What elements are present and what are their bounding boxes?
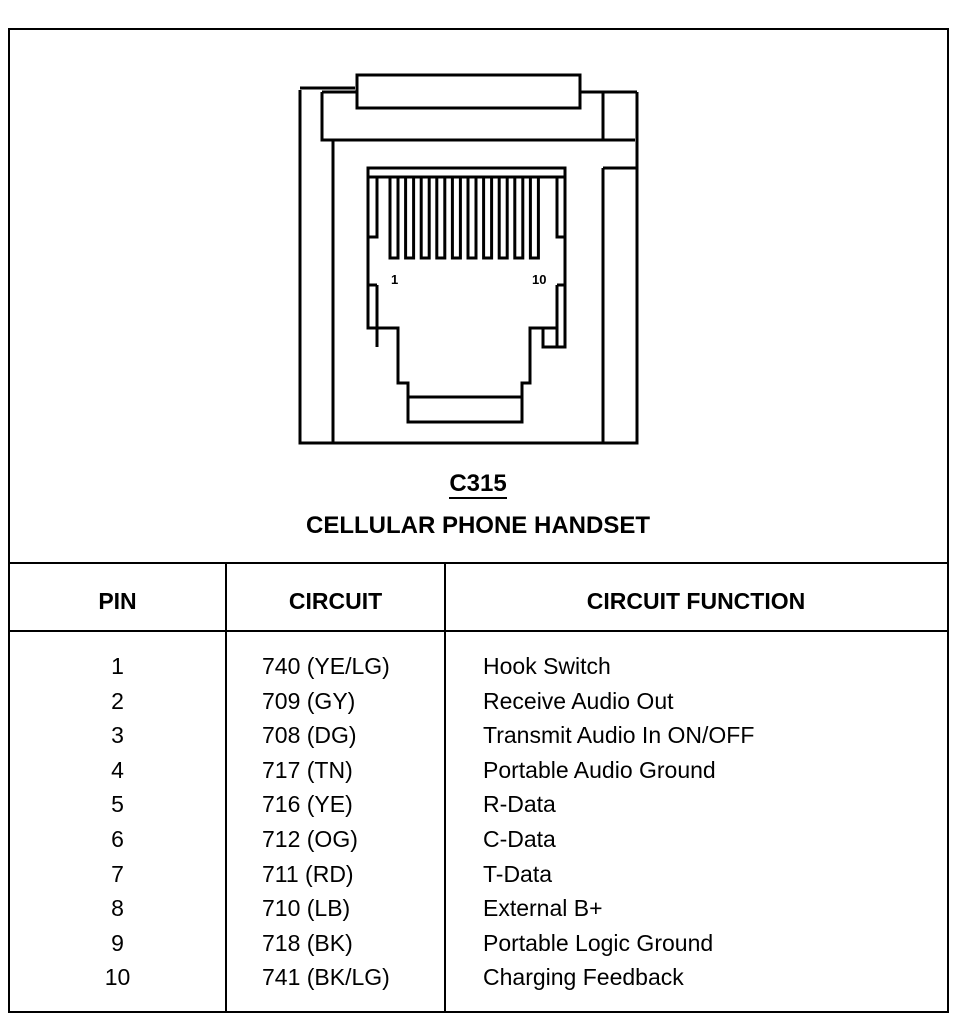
cell-circuit: 710 (LB)	[262, 895, 351, 922]
cell-circuit: 716 (YE)	[262, 791, 353, 818]
pin-contact	[435, 175, 447, 260]
cell-pin: 6	[111, 826, 124, 852]
pin-contact	[466, 175, 478, 260]
pin-contact	[513, 175, 525, 260]
cell-function: Hook Switch	[483, 653, 611, 679]
pin-contact	[450, 175, 462, 260]
pin-contact	[482, 175, 494, 260]
cell-pin: 8	[111, 895, 124, 922]
column-divider	[225, 563, 227, 1011]
cell-pin: 3	[111, 722, 124, 749]
pin-contact	[419, 175, 431, 260]
pin-contact	[404, 175, 416, 260]
connector-face-drawing: 1 10	[298, 73, 639, 445]
header-circuit: CIRCUIT	[288, 588, 383, 614]
cell-function: Portable Logic Ground	[483, 929, 714, 956]
column-divider	[444, 563, 446, 1011]
cell-function: Portable Audio Ground	[483, 756, 716, 783]
cell-circuit: 741 (BK/LG)	[262, 964, 390, 991]
cell-function: R-Data	[483, 791, 556, 818]
cell-function: T-Data	[483, 860, 553, 887]
connector-name: CELLULAR PHONE HANDSET	[305, 512, 650, 539]
cell-pin: 2	[111, 687, 124, 714]
cell-pin: 7	[111, 860, 124, 887]
cell-circuit: 711 (RD)	[262, 860, 354, 887]
header-pin: PIN	[98, 588, 137, 614]
header-circuit-function: CIRCUIT FUNCTION	[586, 588, 806, 614]
diagram-frame	[8, 28, 949, 1013]
cell-function: Receive Audio Out	[483, 687, 674, 714]
cell-pin: 4	[111, 756, 124, 783]
cell-function: C-Data	[483, 826, 556, 852]
cell-pin: 10	[104, 964, 131, 991]
cell-circuit: 717 (TN)	[262, 756, 353, 783]
cell-pin: 9	[111, 929, 124, 956]
cell-circuit: 708 (DG)	[262, 722, 357, 749]
cell-circuit: 740 (YE/LG)	[262, 653, 390, 679]
cell-pin: 1	[111, 653, 124, 679]
pin-contact	[528, 175, 540, 260]
connector-latch	[355, 73, 582, 110]
header-divider	[8, 630, 947, 632]
divider	[8, 562, 947, 564]
cell-circuit: 709 (GY)	[262, 687, 356, 714]
pin-contact	[388, 175, 400, 260]
cell-circuit: 712 (OG)	[262, 826, 358, 852]
cell-function: Transmit Audio In ON/OFF	[483, 722, 755, 749]
pin-1-label: 1	[391, 272, 398, 287]
connector-id: C315	[449, 470, 507, 499]
pin-10-label: 10	[532, 272, 546, 287]
cell-function: Charging Feedback	[483, 964, 684, 991]
pin-contact	[497, 175, 509, 260]
cell-pin: 5	[111, 791, 124, 818]
cell-circuit: 718 (BK)	[262, 929, 353, 956]
cell-function: External B+	[483, 895, 603, 922]
